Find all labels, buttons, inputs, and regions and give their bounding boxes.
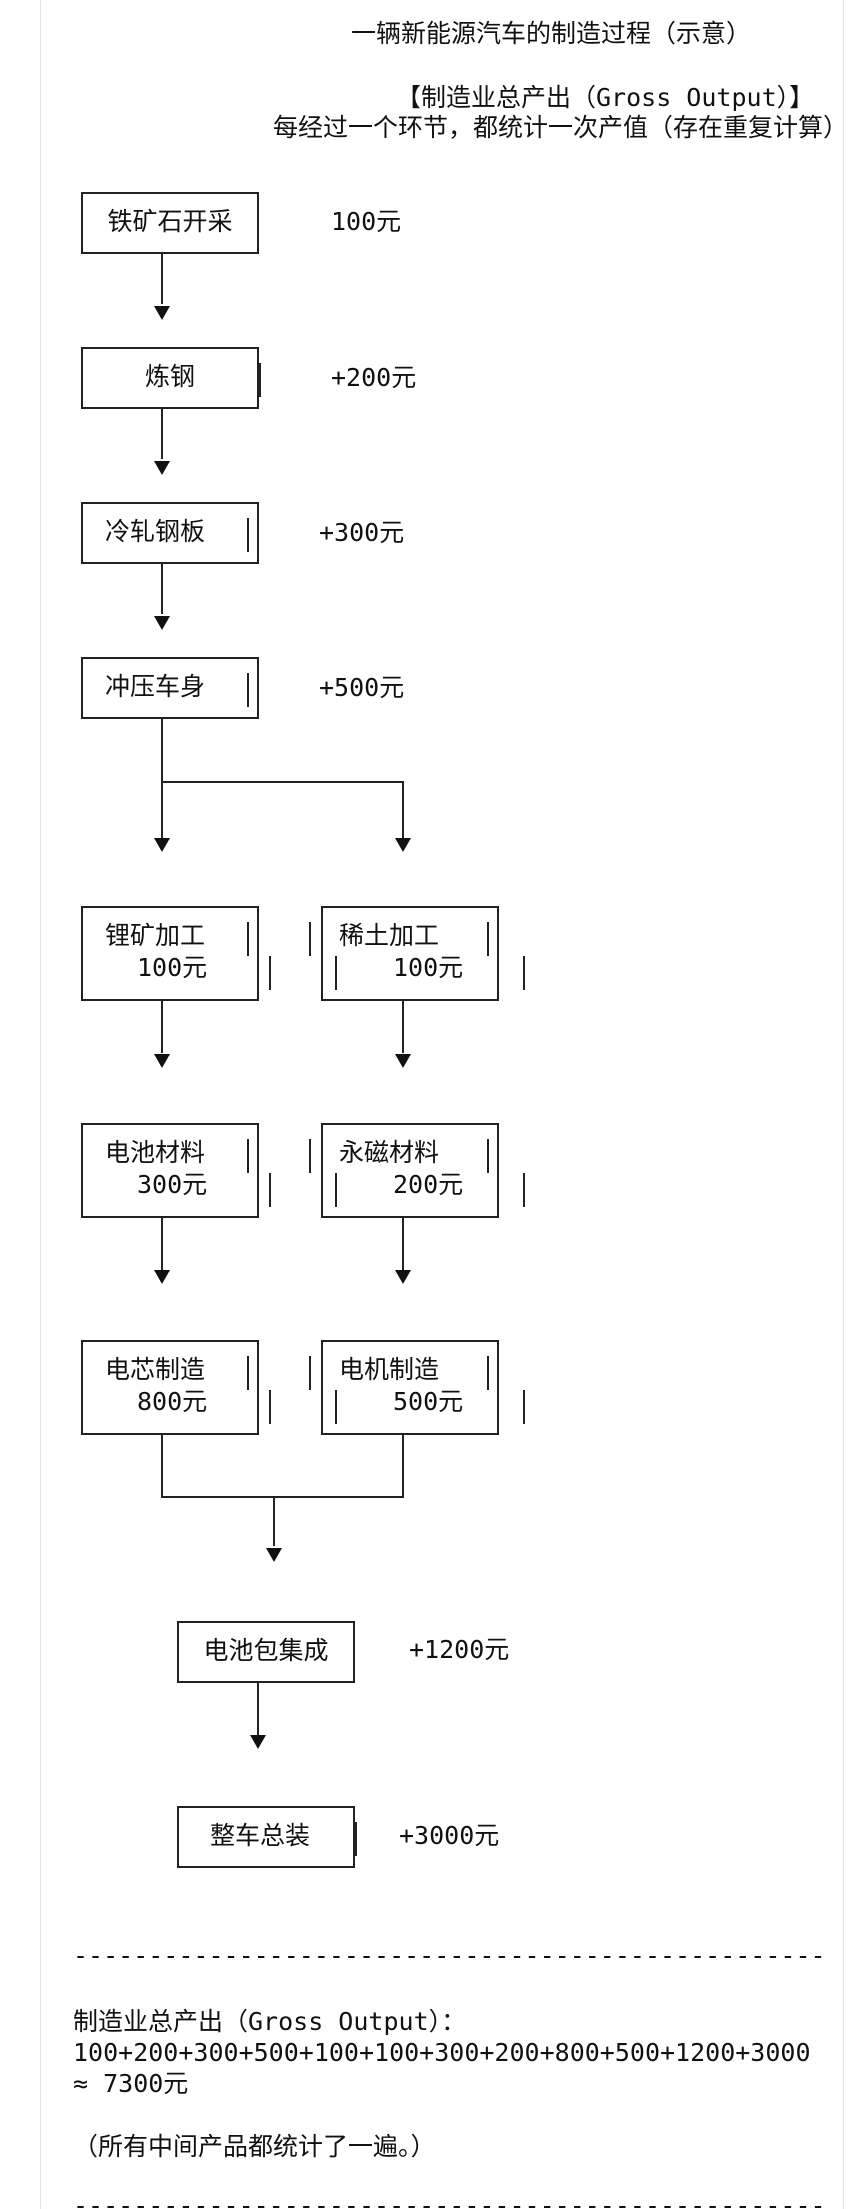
connector-line: [402, 781, 404, 839]
branch-label: 稀土加工: [339, 921, 440, 950]
connector-line: [402, 1001, 404, 1053]
box-tick-mark: [523, 1390, 525, 1424]
connector-line: [161, 1001, 163, 1053]
branch-box-motor-manufacturing: 电机制造 500元: [309, 1340, 525, 1435]
step-box-vehicle-assembly: 整车总装: [177, 1806, 357, 1868]
down-arrow-icon: [250, 1735, 266, 1749]
step-box-cold-rolled-steel: 冷轧钢板: [81, 502, 259, 564]
connector-line: [161, 1435, 163, 1497]
branch-label: 永磁材料: [339, 1138, 440, 1167]
connector-line: [161, 564, 163, 614]
box-tick-mark: [247, 673, 249, 707]
step-label: 电池包集成: [203, 1636, 329, 1665]
down-arrow-icon: [395, 1054, 411, 1068]
step-amount: +500元: [319, 673, 405, 702]
branch-box-cell-manufacturing: 电芯制造 800元: [81, 1340, 271, 1435]
step-amount: +300元: [319, 518, 405, 547]
connector-line: [161, 781, 403, 783]
connector-line: [161, 1218, 163, 1270]
summary-total: ≈ 7300元: [73, 2069, 189, 2098]
step-amount: 100元: [331, 207, 402, 236]
step-box-steelmaking: 炼钢: [81, 347, 261, 409]
down-arrow-icon: [266, 1548, 282, 1562]
branch-value: 100元: [393, 953, 464, 982]
down-arrow-icon: [154, 616, 170, 630]
down-arrow-icon: [395, 838, 411, 852]
connector-line: [273, 1496, 275, 1546]
branch-value: 800元: [137, 1387, 208, 1416]
section-description: 每经过一个环节，都统计一次产值（存在重复计算）: [273, 113, 844, 142]
step-amount: +3000元: [399, 1821, 500, 1850]
box-tick-mark: [269, 956, 271, 990]
connector-line: [257, 1683, 259, 1735]
box-tick-mark: [523, 1173, 525, 1207]
connector-line: [402, 1435, 404, 1497]
step-label: 冷轧钢板: [105, 517, 206, 546]
box-tick-mark: [335, 956, 337, 990]
page-title: 一辆新能源汽车的制造过程（示意）: [351, 19, 752, 48]
section-heading: 【制造业总产出（Gross Output）】: [396, 83, 815, 112]
box-tick-mark: [487, 1139, 489, 1173]
step-label: 炼钢: [144, 362, 195, 391]
branch-box-battery-materials: 电池材料 300元: [81, 1123, 271, 1218]
down-arrow-icon: [395, 1270, 411, 1284]
down-arrow-icon: [154, 461, 170, 475]
box-tick-mark: [247, 518, 249, 552]
box-tick-mark: [309, 922, 311, 956]
step-label: 冲压车身: [105, 672, 206, 701]
branch-value: 200元: [393, 1170, 464, 1199]
summary-formula: 100+200+300+500+100+100+300+200+800+500+…: [73, 2038, 811, 2067]
step-box-iron-mining: 铁矿石开采: [81, 192, 259, 254]
summary-heading: 制造业总产出（Gross Output）：: [73, 2007, 467, 2036]
branch-label: 电芯制造: [105, 1355, 206, 1384]
box-tick-mark: [487, 1356, 489, 1390]
box-tick-mark: [269, 1390, 271, 1424]
box-tick-mark: [335, 1173, 337, 1207]
connector-line: [161, 1496, 404, 1498]
branch-value: 300元: [137, 1170, 208, 1199]
branch-label: 电机制造: [339, 1355, 440, 1384]
connector-line: [161, 719, 163, 839]
down-arrow-icon: [154, 1270, 170, 1284]
step-box-body-stamping: 冲压车身: [81, 657, 259, 719]
step-label: 铁矿石开采: [107, 207, 233, 236]
box-tick-mark: [309, 1139, 311, 1173]
step-label: 整车总装: [209, 1821, 310, 1850]
down-arrow-icon: [154, 838, 170, 852]
summary-note: （所有中间产品都统计了一遍。）: [73, 2132, 436, 2161]
branch-box-lithium-processing: 锂矿加工 100元: [81, 906, 271, 1001]
branch-box-permanent-magnet-materials: 永磁材料 200元: [309, 1123, 525, 1218]
branch-value: 500元: [393, 1387, 464, 1416]
divider: ----------------------------------------…: [73, 2191, 826, 2209]
divider: ----------------------------------------…: [73, 1941, 826, 1970]
box-tick-mark: [335, 1390, 337, 1424]
branch-label: 电池材料: [105, 1138, 206, 1167]
box-tick-mark: [247, 1139, 249, 1173]
connector-line: [161, 254, 163, 304]
branch-label: 锂矿加工: [105, 921, 206, 950]
box-tick-mark: [247, 1356, 249, 1390]
branch-box-rare-earth-processing: 稀土加工 100元: [309, 906, 525, 1001]
step-box-battery-pack-integration: 电池包集成: [177, 1621, 355, 1683]
connector-line: [402, 1218, 404, 1270]
down-arrow-icon: [154, 306, 170, 320]
connector-line: [161, 409, 163, 459]
down-arrow-icon: [154, 1054, 170, 1068]
box-tick-mark: [309, 1356, 311, 1390]
box-tick-mark: [247, 922, 249, 956]
box-tick-mark: [269, 1173, 271, 1207]
box-tick-mark: [355, 1822, 357, 1856]
box-tick-mark: [259, 363, 261, 397]
document-frame: 一辆新能源汽车的制造过程（示意） 【制造业总产出（Gross Output）】 …: [40, 0, 844, 2209]
step-amount: +1200元: [409, 1635, 510, 1664]
step-amount: +200元: [331, 363, 417, 392]
box-tick-mark: [523, 956, 525, 990]
box-tick-mark: [487, 922, 489, 956]
branch-value: 100元: [137, 953, 208, 982]
